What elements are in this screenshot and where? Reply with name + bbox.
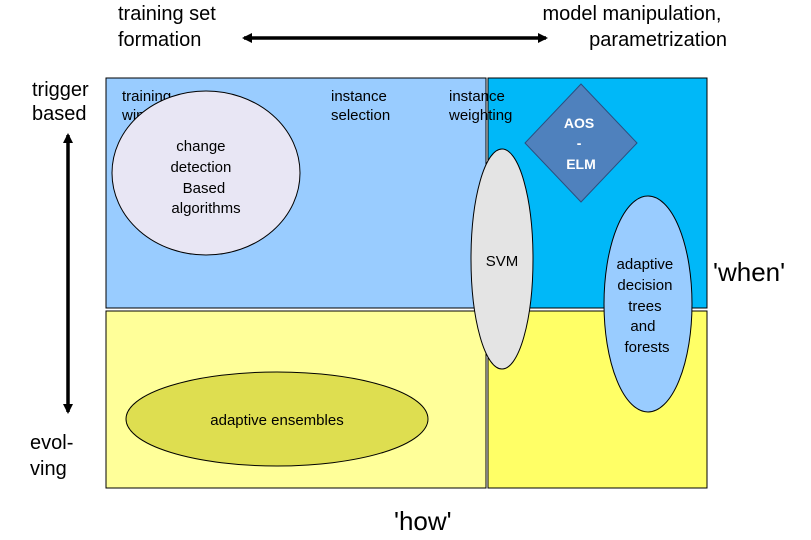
when-axis-label: 'when' — [713, 257, 785, 287]
change-detection-ellipse — [111, 90, 301, 256]
instance-weighting-label: instance weighting — [448, 88, 512, 124]
svm-text: SVM — [486, 253, 519, 270]
side-bottom-label: evol- ving — [30, 432, 79, 480]
top-left-label: training set formation — [118, 3, 221, 51]
aos-elm-diamond — [524, 83, 638, 203]
top-right-label: model manipulation, parametrization — [542, 3, 727, 51]
aos-elm-text: AOS - ELM — [564, 115, 598, 172]
adaptive-trees-text: adaptive decision trees and forests — [617, 256, 678, 356]
change-detection-text: change detection Based algorithms — [170, 138, 240, 217]
how-axis-label: 'how' — [394, 506, 452, 536]
side-top-label: trigger based — [32, 79, 94, 125]
adaptive-ensembles-text: adaptive ensembles — [210, 412, 343, 429]
adaptive-trees-ellipse — [603, 195, 693, 413]
adaptive-ensembles-ellipse — [125, 371, 429, 467]
svm-ellipse — [470, 148, 534, 370]
instance-selection-label: instance selection — [331, 88, 391, 124]
